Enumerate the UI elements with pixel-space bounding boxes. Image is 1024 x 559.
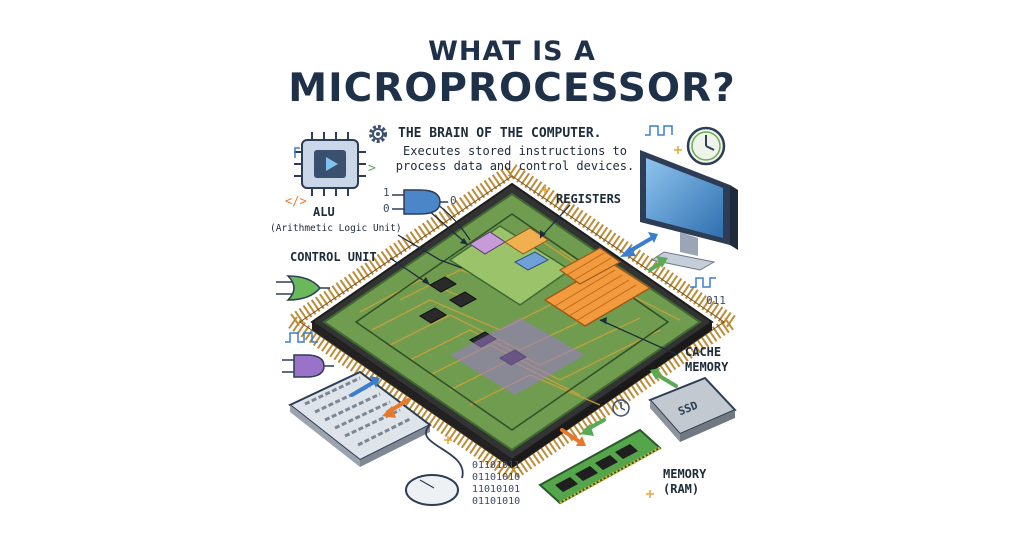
plus-decoration xyxy=(444,146,682,498)
binary-line: 11010101 xyxy=(472,484,521,495)
monitor-icon xyxy=(640,150,738,271)
clock-icon xyxy=(686,126,726,166)
binary-stream: 01101011 01101010 11010101 01101010 xyxy=(472,460,520,508)
right-binary-code: 011 xyxy=(706,294,726,307)
cache-memory-label: CACHE MEMORY xyxy=(685,345,728,375)
binary-line: 01101011 xyxy=(472,460,521,471)
cache-label-line2: MEMORY xyxy=(685,360,729,374)
ssd-icon xyxy=(648,376,737,442)
registers-label: REGISTERS xyxy=(556,192,622,206)
square-wave-icon xyxy=(285,125,716,343)
intro-description: Executes stored instructions to process … xyxy=(395,144,635,174)
small-clock-icon xyxy=(612,399,630,417)
alu-label: ALU xyxy=(313,205,335,219)
logic-gate-icon xyxy=(276,275,330,301)
cache-memory-block xyxy=(543,247,652,327)
binary-line: 01101010 xyxy=(472,496,521,507)
cache-label-line1: CACHE xyxy=(685,345,722,359)
ram-icon xyxy=(538,428,662,505)
gate-input-top: 1 xyxy=(383,186,390,199)
arrow-icon xyxy=(350,232,678,446)
page-title-line1: WHAT IS A xyxy=(428,36,596,67)
ram-label: MEMORY (RAM) xyxy=(663,467,706,497)
control-unit-label: CONTROL UNIT xyxy=(290,250,377,264)
mouse-icon xyxy=(405,424,464,506)
chevron-icon: > xyxy=(368,161,376,176)
svg-text:</>: </> xyxy=(285,194,307,208)
keyboard-icon xyxy=(288,370,432,467)
ram-label-line2: (RAM) xyxy=(663,482,700,496)
intro-heading: THE BRAIN OF THE COMPUTER. xyxy=(398,126,602,141)
binary-line: 01101010 xyxy=(472,472,521,483)
ram-label-line1: MEMORY xyxy=(663,467,707,481)
alu-full-label: (Arithmetic Logic Unit) xyxy=(270,223,402,234)
gear-icon xyxy=(369,125,387,143)
gate-input-bottom: 0 xyxy=(383,202,390,215)
code-icon: </> xyxy=(285,194,307,208)
intro-description-line2: process data and control devices. xyxy=(395,159,635,173)
logic-gate-icon xyxy=(392,189,448,215)
cpu-play-icon xyxy=(294,132,366,196)
page-title-line2: MICROPROCESSOR? xyxy=(288,66,736,111)
logic-gate-icon xyxy=(282,354,334,378)
gate-output: 0 xyxy=(450,194,457,207)
microprocessor-chip xyxy=(279,161,745,483)
intro-description-line1: Executes stored instructions to xyxy=(403,144,627,158)
